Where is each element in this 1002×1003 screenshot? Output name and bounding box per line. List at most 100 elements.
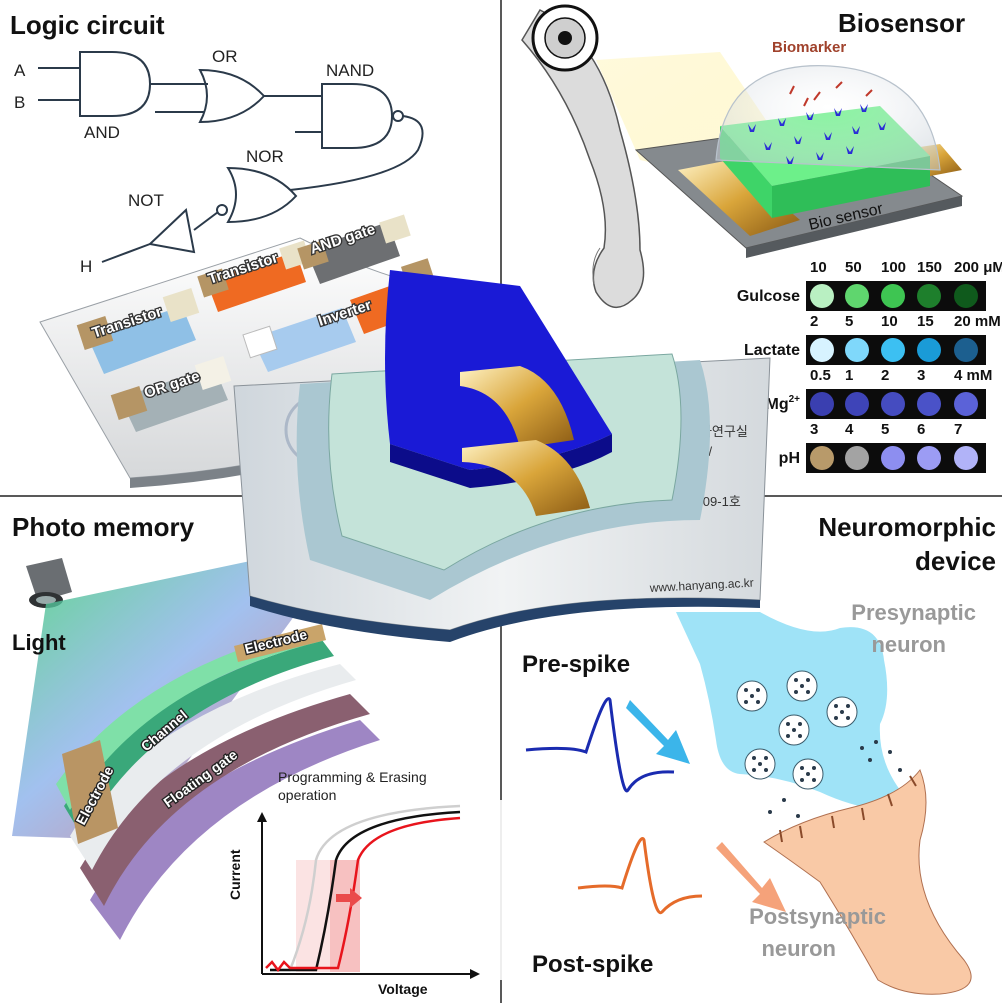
biosensor-panel: Biosensor	[521, 4, 1002, 473]
concentration-label: 7	[954, 421, 962, 438]
sample-well	[845, 392, 869, 416]
nand-gate-symbol	[321, 83, 394, 149]
photo-memory-title: Photo memory	[12, 512, 195, 542]
presynaptic-label-line-2: neuron	[871, 632, 946, 657]
label-nand: NAND	[326, 61, 374, 80]
programming-erasing-graph: Programming & Erasing operation Current …	[227, 769, 510, 997]
sample-well	[954, 392, 978, 416]
photo-memory-panel: Photo memory Light Electrode Channel Ele…	[12, 512, 510, 997]
analyte-name: Mg2+	[765, 394, 800, 413]
gold-electrode-top	[460, 366, 574, 448]
graph-y-label: Current	[227, 849, 243, 900]
label-nor: NOR	[246, 147, 284, 166]
post-spike-arrow	[716, 842, 786, 912]
chip-transistor-left	[76, 288, 200, 374]
chip-and-gate	[297, 214, 411, 284]
postsynaptic-label-line-1: Postsynaptic	[749, 904, 886, 929]
neurotransmitter-dots	[744, 678, 902, 818]
logic-output-h: H	[80, 257, 92, 276]
post-spike-wave	[577, 837, 703, 915]
graph-x-label: Voltage	[378, 981, 428, 997]
concentration-label: 5	[845, 313, 853, 330]
presynaptic-label-line-1: Presynaptic	[851, 600, 976, 625]
sample-well	[845, 446, 869, 470]
sample-well	[954, 284, 978, 308]
curved-memory-device	[56, 624, 380, 940]
concentration-label: 2	[810, 313, 818, 330]
neuromorphic-title-line-1: Neuromorphic	[818, 512, 996, 542]
presynaptic-neuron	[676, 612, 901, 811]
or-gate-symbol	[198, 68, 266, 124]
sample-well	[917, 446, 941, 470]
postsynaptic-label-line-2: neuron	[761, 936, 836, 961]
sample-well	[810, 338, 834, 362]
logic-input-a: A	[14, 61, 26, 80]
sample-well	[810, 392, 834, 416]
concentration-label: 1	[845, 367, 853, 384]
sample-well	[954, 446, 978, 470]
analyte-name: pH	[779, 450, 800, 467]
concentration-label: 5	[881, 421, 889, 438]
sample-well	[917, 392, 941, 416]
concentration-label: 100	[881, 259, 906, 276]
label-and: AND	[84, 123, 120, 142]
sensor-electrode-left	[678, 160, 800, 236]
concentration-label: 2	[881, 367, 889, 384]
arm-illustration	[521, 9, 645, 309]
concentration-label: 3	[917, 367, 925, 384]
pre-spike-wave	[525, 697, 675, 793]
concentration-label: 6	[917, 421, 925, 438]
concentration-label: 20 mM	[954, 313, 1001, 330]
sample-well	[954, 338, 978, 362]
logic-title: Logic circuit	[10, 10, 165, 40]
postsynaptic-neuron	[763, 769, 972, 995]
post-spike-label: Post-spike	[532, 951, 653, 978]
sample-well	[881, 392, 905, 416]
concentration-label: 4	[845, 421, 854, 438]
chip-or-gate	[110, 356, 232, 432]
graph-title-line-1: Programming & Erasing	[278, 769, 427, 785]
concentration-label: 200 μM	[954, 259, 1002, 276]
label-not: NOT	[128, 191, 164, 210]
sample-well	[810, 284, 834, 308]
concentration-label: 10	[881, 313, 898, 330]
synaptic-cleft-junctions	[779, 775, 917, 843]
light-label: Light	[12, 630, 66, 655]
sample-well	[917, 338, 941, 362]
concentration-label: 50	[845, 259, 862, 276]
pre-spike-label: Pre-spike	[522, 651, 630, 678]
concentration-label: 10	[810, 259, 827, 276]
nor-gate-symbol	[226, 166, 298, 224]
sample-well	[845, 338, 869, 362]
analyte-name: Lactate	[744, 342, 800, 359]
center-device: 소자연구실 .kr/ 관 509-1호 www.hanyang.ac.kr	[233, 270, 771, 642]
neuromorphic-title-line-2: device	[915, 546, 996, 576]
sample-well	[881, 446, 905, 470]
concentration-label: 3	[810, 421, 818, 438]
concentration-label: 0.5	[810, 367, 831, 384]
biosensor-title: Biosensor	[838, 8, 965, 38]
gold-electrode-bottom	[462, 440, 590, 516]
logic-circuit-panel: Logic circuit A B	[10, 10, 445, 488]
and-gate-symbol	[79, 51, 152, 117]
sample-well	[810, 446, 834, 470]
card-url: www.hanyang.ac.kr	[648, 576, 754, 595]
logic-schematic	[38, 51, 424, 263]
not-gate-symbol	[147, 208, 196, 254]
biomarker-receptors	[748, 104, 886, 164]
neuromorphic-panel: Neuromorphic device Presynaptic neuron	[522, 512, 996, 995]
sample-well	[917, 284, 941, 308]
biomarker-label: Biomarker	[772, 39, 846, 56]
sample-well	[881, 338, 905, 362]
concentration-label: 4 mM	[954, 367, 992, 384]
sample-well	[845, 284, 869, 308]
biomarker-molecules	[789, 81, 873, 107]
graph-title-line-2: operation	[278, 787, 336, 803]
concentration-label: 15	[917, 313, 934, 330]
sensor-dome	[715, 65, 941, 171]
label-or: OR	[212, 47, 238, 66]
concentration-label: 150	[917, 259, 942, 276]
